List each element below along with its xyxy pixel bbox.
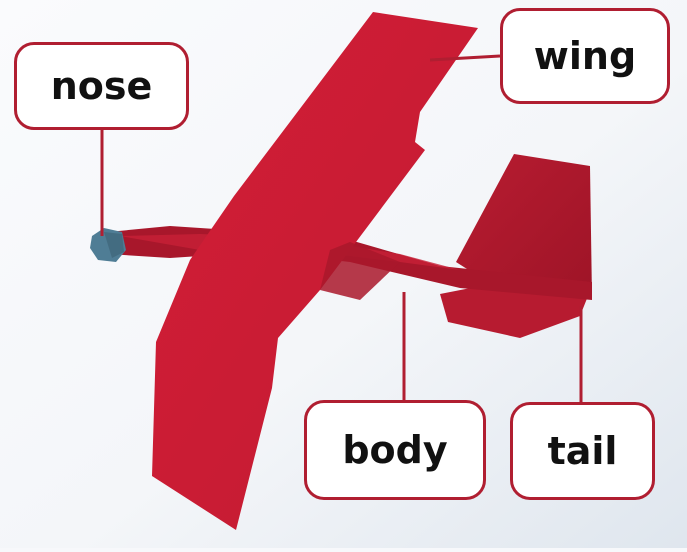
body-label: body	[304, 400, 486, 500]
wing-label: wing	[500, 8, 670, 104]
tail-label: tail	[510, 402, 655, 500]
nose-label: nose	[14, 42, 189, 130]
